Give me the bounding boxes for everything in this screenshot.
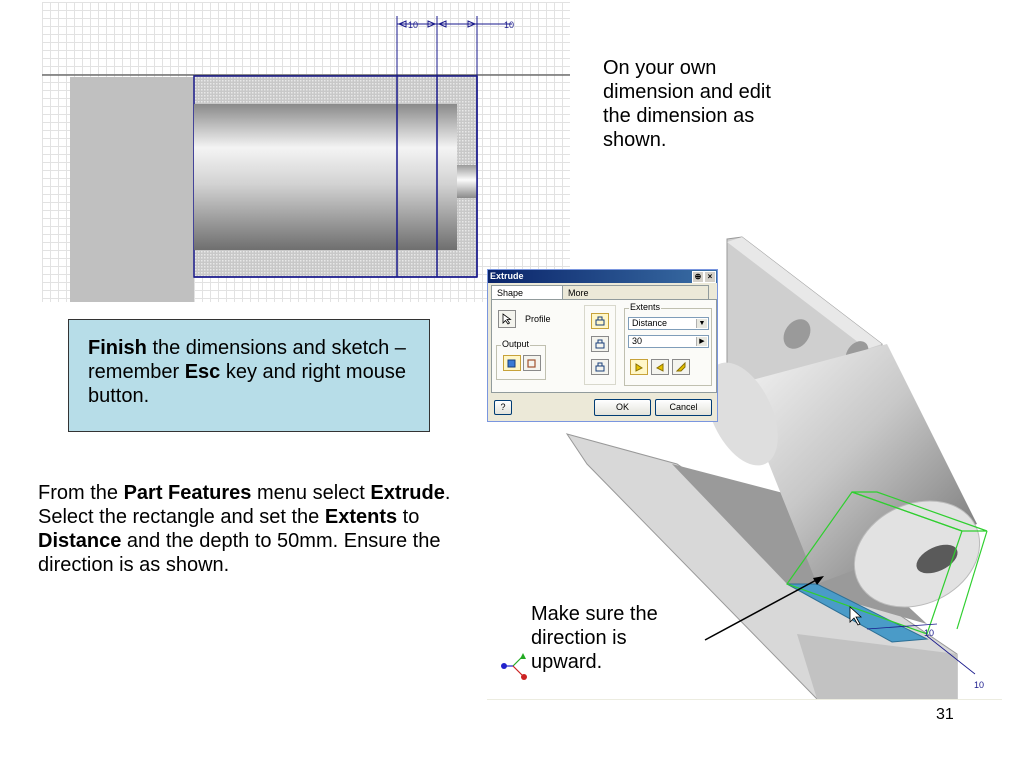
distance-bold: Distance [38,530,122,552]
direction-one-button[interactable] [630,359,648,375]
operation-group [584,305,616,385]
tab-more[interactable]: More [562,285,709,300]
solid-icon [507,359,516,368]
tab-shape[interactable]: Shape [491,285,568,300]
cut-button[interactable] [591,336,609,352]
model-drawing: 10 10 [501,236,988,699]
direction-arrow-icon [635,363,643,372]
chevron-down-icon: ▼ [696,319,707,328]
model-screenshot: 10 10 [487,234,1002,699]
solid-output-button[interactable] [503,355,521,371]
direction-note-text: Make sure the direction is upward. [531,603,658,673]
extrude-bold: Extrude [370,482,445,504]
finish-note-text: Finish the dimensions and sketch – remem… [88,337,406,407]
arrow-cursor-icon [502,313,512,325]
profile-label: Profile [525,314,551,324]
extrude-dialog: Extrude ⊕ × Shape More Profile Output [487,269,718,422]
distance-input[interactable]: 30 ▶ [628,335,709,348]
extents-group: Extents Distance ▼ 30 ▶ [624,302,712,386]
intersect-button[interactable] [591,359,609,375]
cancel-button[interactable]: Cancel [655,399,712,416]
ok-button[interactable]: OK [594,399,651,416]
finish-note-box: Finish the dimensions and sketch – remem… [68,319,430,432]
sketch-screenshot: 10 10 [42,2,570,302]
page-number: 31 [936,706,954,723]
model-dimension-1: 10 [924,628,934,638]
model-baseline [487,699,1002,700]
sketch-dimension-2: 10 [504,20,514,30]
part-features-bold: Part Features [123,482,252,504]
help-button[interactable]: ? [494,400,512,415]
symmetric-button[interactable] [672,359,690,375]
dialog-titlebar[interactable]: Extrude ⊕ × [488,270,717,283]
pointer-arrow [704,576,824,641]
output-label: Output [501,339,531,349]
mouse-cursor-icon [849,606,863,626]
join-button[interactable] [591,313,609,329]
extents-bold: Extents [324,506,398,528]
profile-select-button[interactable] [498,310,516,328]
extents-label: Extents [629,302,662,312]
extrude-instructions: From the Part Features menu select Extru… [38,482,451,576]
intersect-icon [595,362,605,372]
shape-panel: Profile Output Extents [491,299,717,393]
join-icon [595,316,605,326]
finish-bold: Finish [88,337,147,359]
model-dimension-2: 10 [974,680,984,690]
extents-select[interactable]: Distance ▼ [628,317,709,330]
symmetric-icon [676,362,686,372]
esc-bold: Esc [184,361,221,383]
direction-two-button[interactable] [651,359,669,375]
close-icon[interactable]: × [704,271,716,283]
surface-icon [527,359,536,368]
sketch-dimension-1: 10 [408,20,418,30]
side-note-text: On your own dimension and edit the dimen… [603,57,771,151]
pin-icon[interactable]: ⊕ [692,271,704,283]
output-group: Output [496,339,546,380]
direction-reverse-icon [656,363,664,372]
dialog-title: Extrude [490,271,524,281]
sketch-drawing: 10 10 [42,16,570,302]
cut-icon [595,339,605,349]
chevron-right-icon: ▶ [696,337,707,346]
surface-output-button[interactable] [523,355,541,371]
